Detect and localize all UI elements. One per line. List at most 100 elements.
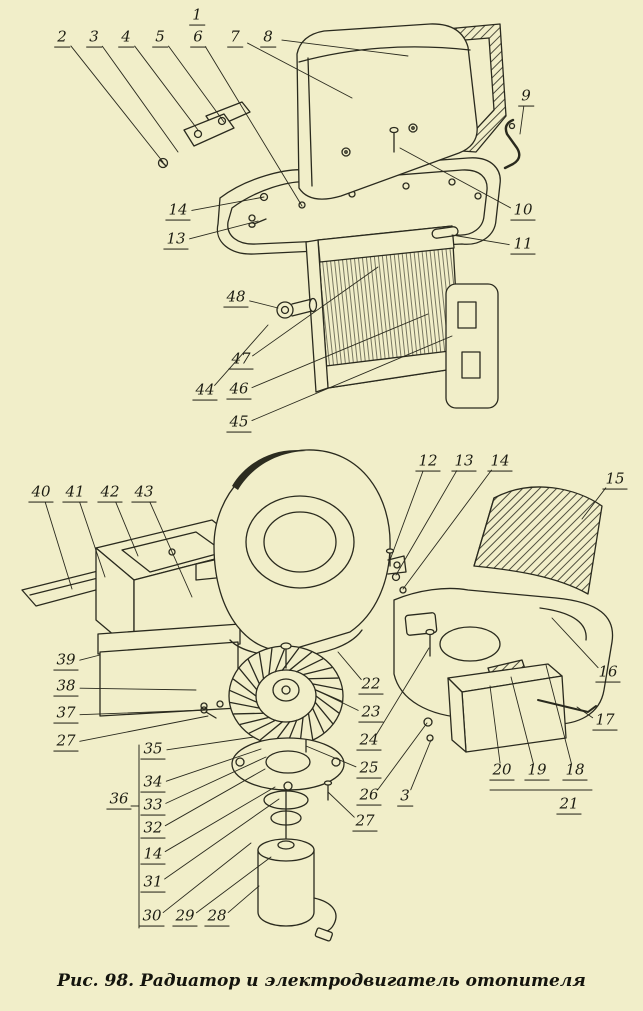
callout-25: 25 — [356, 760, 382, 779]
side-bracket-plates — [183, 101, 251, 147]
leader-line-12 — [389, 470, 424, 561]
callout-13b: 13 — [451, 453, 477, 472]
leader-line-19 — [510, 676, 534, 764]
leader-line-20 — [489, 685, 501, 764]
leader-line-14c — [164, 786, 276, 853]
leader-line-13a — [189, 220, 259, 240]
callout-14a: 14 — [165, 202, 191, 221]
leader-line-48 — [249, 300, 279, 309]
callout-38: 38 — [53, 678, 79, 697]
callout-23: 23 — [358, 704, 384, 723]
leader-line-14a — [191, 196, 265, 211]
leader-line-29 — [195, 856, 272, 914]
figure-caption: Рис. 98. Радиатор и электродвигатель ото… — [57, 971, 586, 991]
retainer-clip — [431, 226, 459, 239]
callout-15: 15 — [602, 471, 628, 490]
callout-33: 33 — [140, 797, 166, 816]
leader-line-33 — [165, 756, 267, 804]
defroster-duct-box — [447, 663, 567, 753]
callout-14c: 14 — [140, 846, 166, 865]
callout-10: 10 — [510, 202, 536, 221]
leader-line-30 — [162, 842, 252, 914]
leader-line-31 — [164, 798, 280, 880]
callout-7: 7 — [227, 29, 243, 48]
leader-line-27b — [327, 791, 355, 818]
callout-brackets — [130, 744, 593, 929]
leader-lines — [44, 39, 607, 914]
radiator-side-plate — [445, 283, 499, 409]
callout-40: 40 — [28, 484, 54, 503]
leader-line-38 — [79, 687, 197, 691]
leader-line-47 — [252, 266, 379, 357]
callout-43: 43 — [131, 484, 157, 503]
fan-vanes — [229, 646, 343, 746]
callout-6: 6 — [190, 29, 206, 48]
callout-16: 16 — [595, 664, 621, 683]
flange-fasteners — [157, 157, 269, 228]
callout-44: 44 — [192, 382, 218, 401]
callout-3b: 3 — [397, 788, 413, 807]
callout-20: 20 — [489, 762, 515, 781]
leader-line-3a — [101, 45, 179, 153]
leader-line-16 — [551, 617, 599, 669]
electric-motor — [257, 791, 337, 942]
leader-line-24 — [376, 647, 430, 735]
callout-8: 8 — [260, 29, 276, 48]
leader-line-23 — [315, 689, 359, 711]
bracket — [503, 118, 521, 170]
leader-line-28 — [227, 885, 260, 913]
leader-line-3b — [410, 739, 432, 791]
callout-39: 39 — [53, 652, 79, 671]
leader-line-39 — [79, 654, 101, 661]
leader-line-10 — [399, 147, 512, 209]
callout-31: 31 — [140, 874, 166, 893]
callout-47: 47 — [228, 351, 254, 370]
callout-42: 42 — [97, 484, 123, 503]
callout-28: 28 — [204, 908, 230, 927]
fan-wheel — [228, 642, 344, 747]
callout-27b: 27 — [352, 813, 378, 832]
callout-12: 12 — [415, 453, 441, 472]
control-rod — [537, 699, 597, 713]
leader-line-40 — [44, 502, 73, 590]
leader-line-9 — [519, 106, 525, 135]
inlet-pipe — [276, 297, 318, 319]
leader-line-17 — [576, 706, 594, 719]
radiator-core — [305, 225, 461, 393]
callout-5: 5 — [152, 29, 168, 48]
callout-36: 36 — [106, 791, 132, 810]
leader-line-14b — [402, 469, 492, 590]
callout-26: 26 — [356, 787, 382, 806]
callout-11: 11 — [510, 236, 536, 255]
leader-line-44 — [214, 324, 269, 386]
callout-37: 37 — [53, 705, 79, 724]
callout-3a: 3 — [86, 29, 102, 48]
callout-35: 35 — [140, 741, 166, 760]
heater-cover — [296, 23, 478, 200]
callout-19: 19 — [524, 762, 550, 781]
leader-line-13b — [395, 470, 458, 576]
leader-line-43 — [149, 501, 193, 598]
blower-housing-base — [99, 641, 239, 717]
leader-line-26 — [377, 722, 428, 791]
leader-line-22 — [337, 651, 362, 680]
leader-line-15 — [581, 487, 607, 520]
callout-18: 18 — [562, 762, 588, 781]
leader-line-4 — [134, 45, 199, 131]
callout-14b: 14 — [487, 453, 513, 472]
callout-13a: 13 — [163, 231, 189, 250]
leader-line-46 — [251, 313, 429, 389]
callout-30: 30 — [139, 908, 165, 927]
motor-wire — [313, 897, 337, 933]
air-flap — [473, 486, 603, 595]
leader-line-42 — [115, 501, 139, 557]
leader-line-25 — [305, 745, 357, 768]
leader-line-7 — [247, 42, 353, 99]
leader-line-6 — [204, 46, 303, 207]
leader-line-27a — [79, 715, 209, 742]
callout-21: 21 — [556, 796, 582, 815]
motor-mounting-plate — [231, 737, 345, 791]
leader-line-34 — [165, 748, 262, 782]
callout-48: 48 — [223, 289, 249, 308]
